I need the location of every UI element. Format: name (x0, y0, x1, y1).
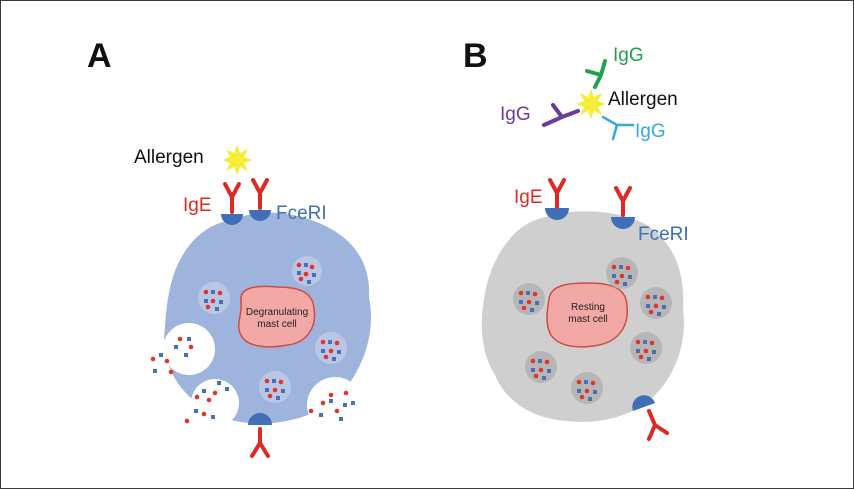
granule (198, 282, 230, 314)
igg-purple-antibody (542, 103, 580, 127)
igg-cyan-antibody (601, 115, 635, 141)
ige-antibodies-b (548, 178, 669, 441)
allergen-star-b (576, 89, 606, 119)
fceri-receptors-a (221, 210, 272, 425)
igg-label-top: IgG (613, 45, 644, 66)
panel-b-letter: B (463, 37, 488, 75)
nucleus-a (238, 285, 316, 348)
granules-b (513, 257, 672, 404)
nucleus-b (546, 282, 628, 348)
nucleus-a-label-1: Degranulating (246, 307, 308, 318)
nucleus-b-label-1: Resting (571, 302, 605, 313)
granule (640, 287, 672, 319)
igg-label-right: IgG (635, 121, 666, 142)
fceri-receptors-b (545, 208, 655, 411)
granule (315, 332, 347, 364)
granule (571, 372, 603, 404)
ige-label-a: IgE (183, 195, 212, 216)
allergen-label-a: Allergen (134, 147, 204, 168)
granule (259, 371, 291, 403)
released-mediators-a (150, 336, 355, 424)
nucleus-a-label-2: mast cell (257, 319, 296, 330)
allergen-star-a (222, 145, 252, 175)
igg-green-antibody (585, 59, 607, 89)
igg-label-left: IgG (500, 104, 531, 125)
granule (513, 283, 545, 315)
panel-a: A Degranulating mast cell (87, 37, 371, 458)
panel-b: B Resting mast cell (463, 37, 689, 441)
granule (606, 257, 638, 289)
panel-a-letter: A (87, 37, 112, 75)
ige-antibodies-a (223, 178, 270, 458)
granule (525, 351, 557, 383)
fceri-label-a: FceRI (276, 203, 327, 224)
ige-label-b: IgE (514, 187, 543, 208)
granule-dots-a (203, 262, 341, 400)
granule (630, 332, 662, 364)
fceri-label-b: FceRI (638, 224, 689, 245)
allergen-label-b: Allergen (608, 89, 678, 110)
granule-dots-b (518, 264, 666, 401)
nucleus-b-label-2: mast cell (568, 314, 607, 325)
